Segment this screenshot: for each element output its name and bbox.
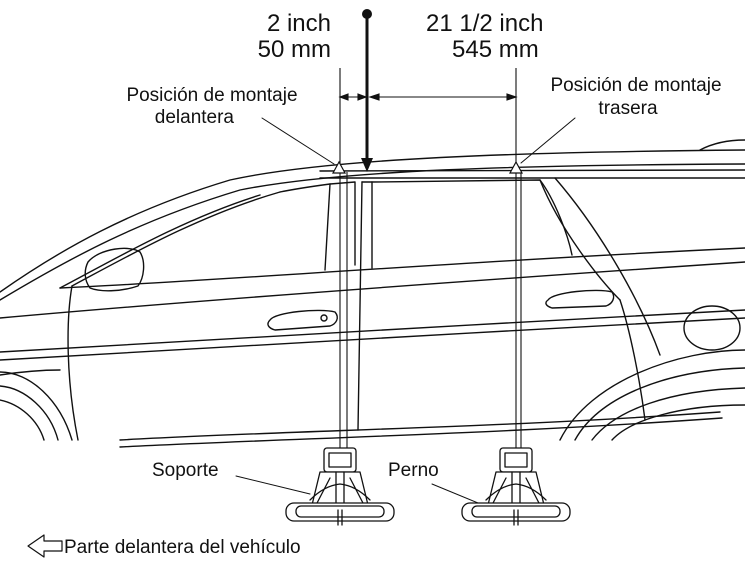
rear-triangle-marker-icon [508,160,524,174]
support-bracket-rear [461,447,571,526]
bolt-label: Perno [388,460,439,481]
vehicle-front-label: Parte delantera del vehículo [64,537,301,558]
arrow-left-outline-icon [27,534,63,558]
rear-mount-label-line1: Posición de montaje [550,75,721,96]
front-distance-mm: 50 mm [258,36,331,63]
support-bracket-front [285,447,395,526]
datum-pointer [361,9,373,172]
front-triangle-marker-icon [331,160,347,174]
rear-distance-inch: 21 1/2 inch [426,10,543,37]
dimension-arrows [338,93,518,101]
front-distance-inch: 2 inch [267,10,331,37]
rear-distance-mm: 545 mm [452,36,539,63]
reference-lines [339,68,522,455]
front-mount-label-line1: Posición de montaje [126,85,297,106]
car-outline [0,139,745,448]
front-mount-label-line2: delantera [155,107,235,128]
support-label: Soporte [152,460,219,481]
rear-mount-label-line2: trasera [598,98,658,119]
